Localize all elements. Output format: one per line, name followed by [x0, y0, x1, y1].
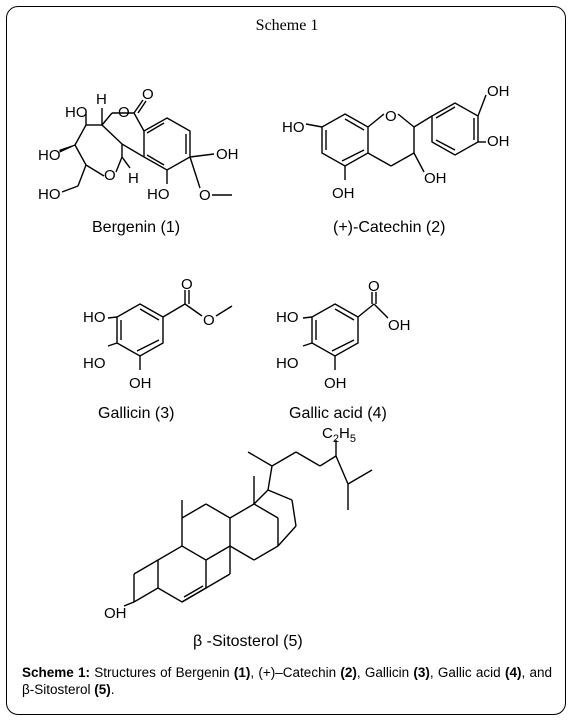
bergenin-ho-label-3: HO	[38, 186, 61, 203]
caption-ref-3: (3)	[413, 665, 430, 680]
chemical-structures: HO H O O HO O H OH HO HO O Bergenin (1)	[38, 83, 510, 650]
gallicin-structure: HO HO OH O O	[83, 276, 233, 392]
gallicin-ester-o-label: O	[203, 312, 215, 329]
caption-text-6: .	[110, 682, 115, 697]
sitosterol-structure: OH C2H5	[104, 425, 373, 622]
scheme-caption: Scheme 1: Structures of Bergenin (1), (+…	[22, 664, 552, 698]
bergenin-aromatic-ring	[143, 117, 191, 171]
gallicin-ho-label-2: HO	[83, 355, 106, 372]
gallicin-name: Gallicin (3)	[98, 405, 174, 422]
caption-ref-5: (5)	[94, 682, 111, 697]
bergenin-h-label-1: H	[96, 91, 107, 108]
gallic-acid-ho-label-2: HO	[276, 355, 299, 372]
gallic-acid-ho-label-1: HO	[276, 309, 299, 326]
catechin-oh-label-right: OH	[487, 133, 510, 150]
gallic-acid-oh-label: OH	[324, 375, 347, 392]
catechin-oh-label-bottom: OH	[332, 185, 355, 202]
bergenin-methoxy-o-label: O	[199, 187, 211, 204]
bergenin-structure: HO H O O HO O H OH HO HO O	[38, 86, 239, 204]
sitosterol-ethyl-label: C2H5	[322, 425, 356, 445]
catechin-ring-o-label: O	[385, 108, 397, 125]
bergenin-name: Bergenin (1)	[92, 219, 180, 236]
caption-prefix: Scheme 1:	[22, 665, 91, 680]
catechin-oh-label-mid: OH	[424, 170, 447, 187]
scheme-title: Scheme 1	[255, 17, 319, 34]
bergenin-ho-label-4: HO	[147, 186, 170, 203]
bergenin-h-label-2: H	[128, 170, 139, 187]
bergenin-ring-o-label: O	[118, 104, 130, 121]
bergenin-ho-label-2: HO	[38, 147, 61, 164]
caption-text-5: , and β-Sitosterol	[22, 665, 552, 697]
caption-ref-2: (2)	[340, 665, 357, 680]
catechin-name: (+)-Catechin (2)	[333, 219, 445, 236]
sitosterol-oh-label: OH	[104, 605, 127, 622]
gallicin-ring	[116, 303, 164, 357]
caption-ref-4: (4)	[504, 665, 522, 680]
caption-text-3: , Gallicin	[356, 665, 414, 680]
gallicin-oh-label: OH	[129, 375, 152, 392]
gallicin-carbonyl-o-label: O	[181, 276, 193, 293]
scheme-frame	[6, 6, 566, 715]
bergenin-carbonyl-o-label: O	[142, 86, 154, 103]
catechin-oh-label-top: OH	[487, 83, 510, 100]
sitosterol-name: β -Sitosterol (5)	[193, 633, 303, 650]
gallicin-ho-label-1: HO	[83, 309, 106, 326]
caption-ref-1: (1)	[233, 665, 251, 680]
gallic-acid-carbonyl-o-label: O	[368, 278, 380, 295]
gallic-acid-name: Gallic acid (4)	[289, 405, 387, 422]
bergenin-pyran-o-label: O	[104, 167, 116, 184]
caption-text-2: , (+)–Catechin	[250, 665, 341, 680]
gallic-acid-ring	[311, 303, 359, 357]
gallic-acid-acid-oh-label: OH	[388, 317, 411, 334]
bergenin-oh-label: OH	[216, 146, 239, 163]
catechin-a-ring	[321, 113, 369, 167]
bergenin-ho-label-1: HO	[65, 104, 88, 121]
catechin-ho-label: HO	[282, 119, 305, 136]
caption-text-4: , Gallic acid	[429, 665, 505, 680]
catechin-structure: HO O OH OH OH OH	[282, 83, 510, 202]
gallic-acid-structure: HO HO OH O OH	[276, 278, 411, 392]
catechin-b-ring	[431, 102, 479, 156]
caption-text-1: Structures of Bergenin	[90, 665, 234, 680]
